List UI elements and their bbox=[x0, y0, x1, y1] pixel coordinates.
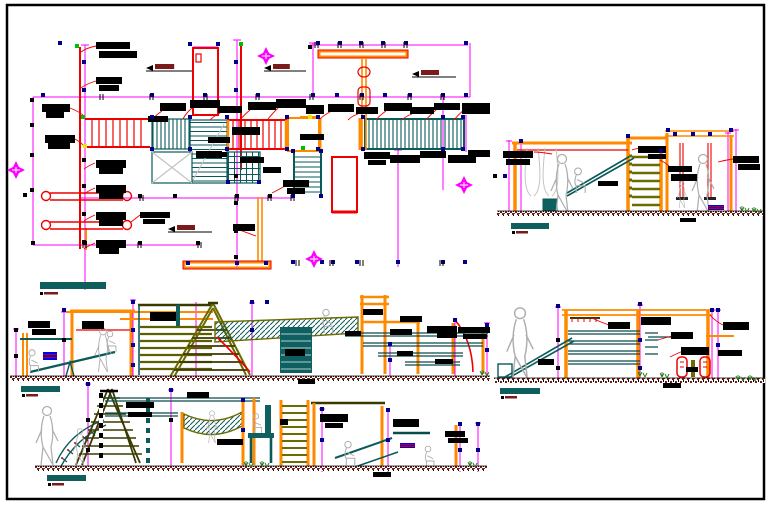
ground-lines bbox=[10, 210, 765, 471]
sheet-border bbox=[5, 3, 766, 501]
ladder-panel bbox=[279, 400, 310, 470]
mid-rails bbox=[105, 397, 260, 463]
board-wall bbox=[138, 303, 213, 375]
plan-view bbox=[32, 39, 471, 290]
redacted-labels bbox=[28, 42, 760, 477]
view-title-bars bbox=[21, 223, 549, 486]
plan-climbing-net bbox=[227, 151, 261, 184]
platform-boards bbox=[568, 330, 692, 365]
elevation-right-top bbox=[506, 129, 739, 215]
blue-seats bbox=[43, 205, 724, 448]
seesaw bbox=[20, 338, 116, 377]
grass-tufts bbox=[243, 206, 762, 468]
climbing-ladder bbox=[629, 154, 660, 207]
plan-slide-tower-top bbox=[192, 47, 219, 116]
plan-swing-a bbox=[317, 49, 409, 150]
plan-stair-panel bbox=[151, 118, 191, 150]
plan-platform-x bbox=[151, 151, 193, 184]
elevation-left-mid bbox=[13, 295, 490, 378]
right-frames bbox=[311, 401, 458, 470]
section-markers bbox=[7, 47, 473, 268]
monkey-rails bbox=[345, 332, 488, 366]
plan-ladder-bridge bbox=[85, 118, 150, 148]
level-markers bbox=[146, 64, 456, 233]
plan-swing-b bbox=[182, 197, 272, 270]
plan-slide-tower-bottom bbox=[331, 156, 358, 214]
leader-lines bbox=[69, 45, 465, 250]
elevation-left-bottom bbox=[55, 383, 481, 472]
dimension-ticks bbox=[82, 42, 445, 266]
plan-long-bridge bbox=[364, 118, 465, 150]
highchair bbox=[241, 398, 274, 465]
elevation-right-mid bbox=[497, 304, 734, 381]
slide bbox=[542, 154, 635, 212]
